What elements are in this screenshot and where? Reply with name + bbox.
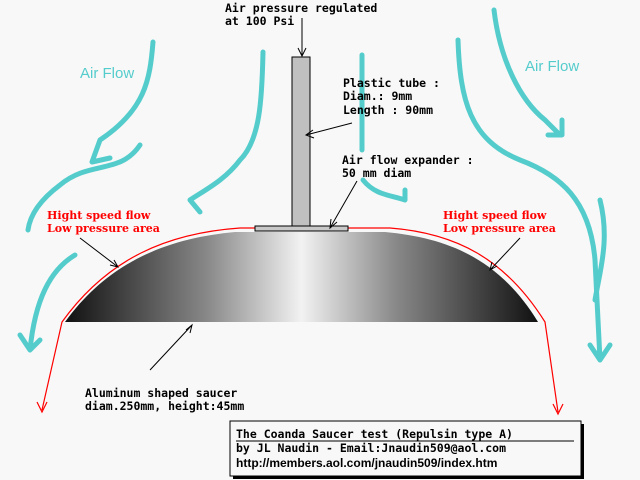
expander-label: Air flow expander :	[342, 153, 474, 167]
expander-diameter-label: 50 mm diam	[342, 166, 411, 180]
credits-box: The Coanda Saucer test (Repulsin type A)…	[229, 420, 584, 479]
saucer-label: Aluminum shaped saucer	[85, 386, 237, 400]
credits-author: by JL Naudin - Email:Jnaudin509@aol.com	[236, 441, 506, 455]
high-speed-right-label: Hight speed flow	[443, 209, 547, 222]
credits-title: The Coanda Saucer test (Repulsin type A)	[236, 427, 513, 441]
plastic-tube	[291, 56, 311, 227]
air-flow-arrows	[17, 7, 613, 363]
credits-url[interactable]: http://members.aol.com/jnaudin509/index.…	[236, 456, 497, 470]
aluminum-saucer	[65, 232, 538, 322]
flow-arrowheads	[36, 401, 564, 416]
pointer-arrows	[79, 18, 521, 371]
tube-diameter-label: Diam.: 9mm	[343, 89, 412, 103]
tube-length-label: Length : 90mm	[343, 103, 433, 117]
air-flow-left-label: Air Flow	[80, 65, 134, 82]
air-flow-right-label: Air Flow	[525, 58, 579, 75]
air-flow-expander	[254, 225, 349, 232]
low-pressure-left-label: Low pressure area	[47, 222, 160, 235]
saucer-dimensions-label: diam.250mm, height:45mm	[85, 399, 244, 413]
plastic-tube-label: Plastic tube :	[343, 76, 440, 90]
low-pressure-right-label: Low pressure area	[443, 222, 556, 235]
high-speed-left-label: Hight speed flow	[47, 209, 151, 222]
air-pressure-label: Air pressure regulated	[225, 1, 377, 15]
air-pressure-label-2: at 100 Psi	[225, 14, 294, 28]
